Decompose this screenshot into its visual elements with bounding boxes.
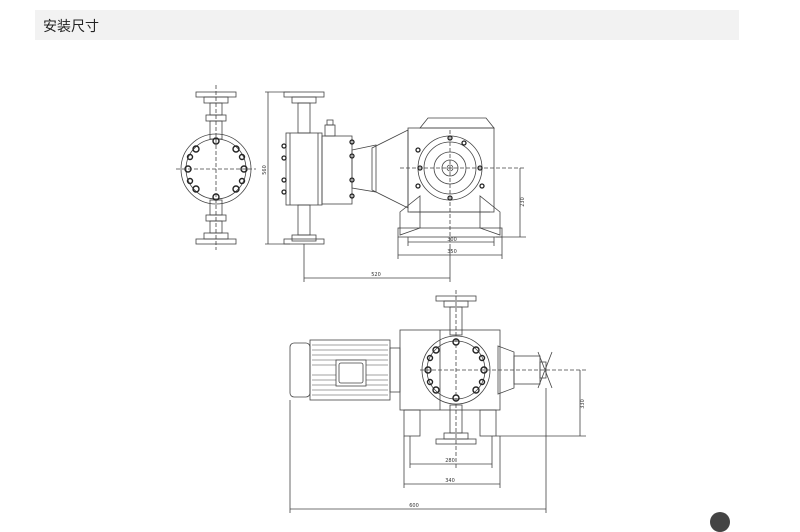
dimension-height-top: 560 xyxy=(262,165,268,175)
section-title: 安装尺寸 xyxy=(43,19,99,35)
scroll-top-icon[interactable] xyxy=(710,512,730,532)
side-view: 560 xyxy=(262,91,526,282)
section-header: 安装尺寸 xyxy=(35,10,739,40)
dimension-middle-bottom: 340 xyxy=(445,478,455,484)
dimension-overall-bottom: 600 xyxy=(409,503,419,509)
dimension-inner-bottom: 280 xyxy=(445,458,455,464)
front-view xyxy=(176,85,256,250)
plan-view: 330 280 340 600 xyxy=(289,290,586,513)
dimension-center-height-top: 230 xyxy=(520,197,526,207)
dimension-center-height-bottom: 330 xyxy=(580,399,586,409)
dimension-width-top: 520 xyxy=(371,272,381,278)
installation-dimension-drawing: 560 xyxy=(176,85,586,513)
dimension-base-inner: 300 xyxy=(447,237,457,243)
dimension-base-outer: 350 xyxy=(447,249,457,255)
